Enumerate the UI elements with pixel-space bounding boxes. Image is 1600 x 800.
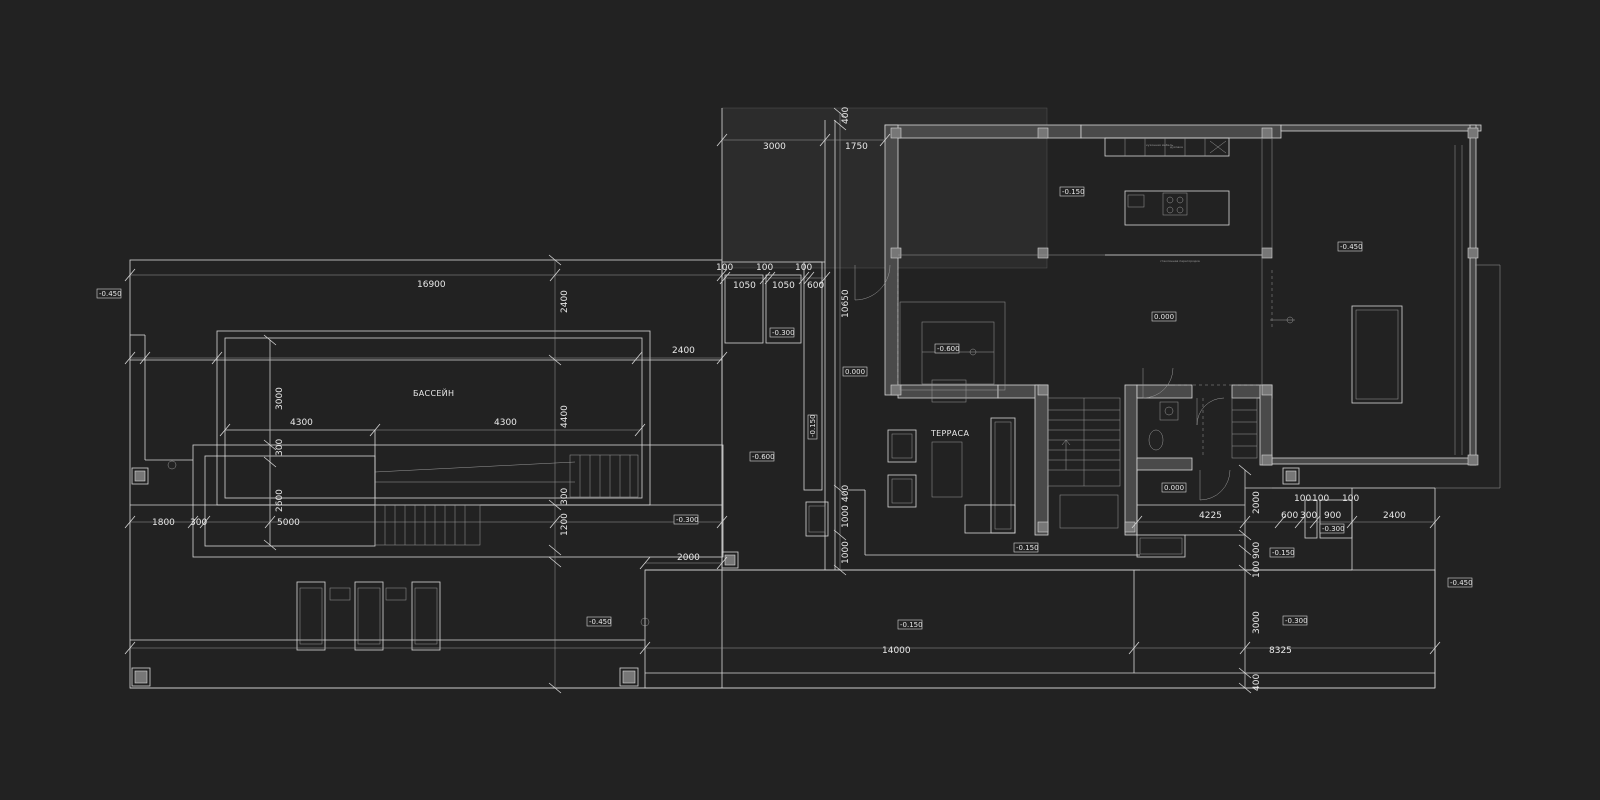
dim-1200: 1200	[560, 513, 570, 536]
level-mark-14: -0.150	[1272, 549, 1295, 557]
dim-3000-top: 3000	[763, 142, 786, 152]
dim-3000-vertical: 3000	[275, 387, 285, 410]
dim-100-f: 100	[1342, 494, 1359, 504]
level-mark-12: -0.150	[1016, 544, 1039, 552]
dim-4225: 4225	[1199, 511, 1222, 521]
note-oven: духовка	[1170, 145, 1183, 149]
main-house: кухонная мебель духовка стеклянная перег…	[848, 124, 1501, 688]
pool-basin	[224, 337, 643, 499]
dim-300-a: 300	[275, 439, 285, 456]
dim-4400: 4400	[560, 405, 570, 428]
dim-1800: 1800	[152, 518, 175, 528]
dim-2400-b: 2400	[672, 346, 695, 356]
level-mark-1: -0.450	[99, 290, 122, 298]
dim-400-bottom: 400	[1252, 674, 1262, 691]
dim-400-top: 400	[841, 107, 851, 124]
dim-3000-c: 3000	[1252, 611, 1262, 634]
dim-100-b: 100	[756, 263, 773, 273]
dim-1050-a: 1050	[733, 281, 756, 291]
dim-2400-c: 2400	[1383, 511, 1406, 521]
terrace-furniture	[848, 417, 1140, 556]
note-kitchen-furniture: кухонная мебель	[1146, 143, 1173, 147]
dimension-labels: 3000 1750 400 16900 100 1050 100 1050 10…	[152, 107, 1406, 691]
pool-steps	[569, 454, 639, 498]
dim-900-b: 900	[1252, 542, 1262, 559]
level-mark-5: -0.300	[772, 329, 795, 337]
dim-14000: 14000	[882, 646, 911, 656]
dim-900-a: 900	[1324, 511, 1341, 521]
dim-4300-a: 4300	[290, 418, 313, 428]
dim-2000-b: 2000	[1252, 491, 1262, 514]
dim-16900: 16900	[417, 280, 446, 290]
dim-100-e: 100	[1312, 494, 1329, 504]
room-label-terrace: ТЕРРАСА	[930, 429, 969, 438]
dimension-lines	[124, 107, 1441, 694]
level-mark-4: 0.000	[1154, 313, 1174, 321]
kitchen: кухонная мебель духовка стеклянная перег…	[1104, 137, 1230, 263]
level-mark-9: -0.600	[752, 453, 775, 461]
pool-wing	[129, 259, 739, 689]
dim-2400-vertical: 2400	[560, 290, 570, 313]
dim-300-b: 300	[560, 488, 570, 505]
sun-loungers	[296, 581, 441, 651]
dim-2000-a: 2000	[677, 553, 700, 563]
dim-600-a: 600	[807, 281, 824, 291]
dim-4300-b: 4300	[494, 418, 517, 428]
dim-300-d: 300	[1300, 511, 1317, 521]
dim-100-c: 100	[795, 263, 812, 273]
bathroom	[1136, 397, 1300, 558]
level-mark-16: -0.150	[900, 621, 923, 629]
level-mark-8: -0.150	[809, 414, 817, 437]
dim-1000-b: 1000	[841, 541, 851, 564]
dim-100-a: 100	[716, 263, 733, 273]
dim-1050-b: 1050	[772, 281, 795, 291]
level-mark-6: -0.600	[937, 345, 960, 353]
dim-2600: 2600	[275, 489, 285, 512]
pool-outline	[216, 330, 651, 506]
level-mark-13: -0.300	[1322, 525, 1345, 533]
stairs-lower	[374, 504, 481, 546]
level-mark-10: 0.000	[1164, 484, 1184, 492]
main-stairs	[1047, 397, 1121, 529]
note-glass-partition: стеклянная перегородка	[1160, 259, 1200, 263]
level-marks: -0.450 -0.150 -0.450 0.000 -0.300 -0.600…	[96, 186, 1473, 630]
level-mark-7: 0.000	[845, 368, 865, 376]
dim-400-mid: 400	[841, 485, 851, 502]
dim-10650: 10650	[841, 289, 851, 318]
dim-100-g: 100	[1252, 561, 1262, 578]
level-mark-18: -0.450	[1450, 579, 1473, 587]
level-mark-11: -0.300	[676, 516, 699, 524]
room-label-pool: БАССЕЙН	[413, 387, 454, 398]
kitchen-island	[1124, 190, 1230, 226]
level-mark-15: -0.450	[589, 618, 612, 626]
level-mark-3: -0.450	[1340, 243, 1363, 251]
dim-5000: 5000	[277, 518, 300, 528]
dim-300-c: 300	[190, 518, 207, 528]
bed	[1351, 305, 1403, 404]
dim-100-d: 100	[1294, 494, 1311, 504]
dim-1000-a: 1000	[841, 505, 851, 528]
dim-1750: 1750	[845, 142, 868, 152]
level-mark-2: -0.150	[1062, 188, 1085, 196]
dim-8325: 8325	[1269, 646, 1292, 656]
dim-600-b: 600	[1281, 511, 1298, 521]
lower-terrace	[130, 569, 1436, 689]
level-mark-17: -0.300	[1285, 617, 1308, 625]
